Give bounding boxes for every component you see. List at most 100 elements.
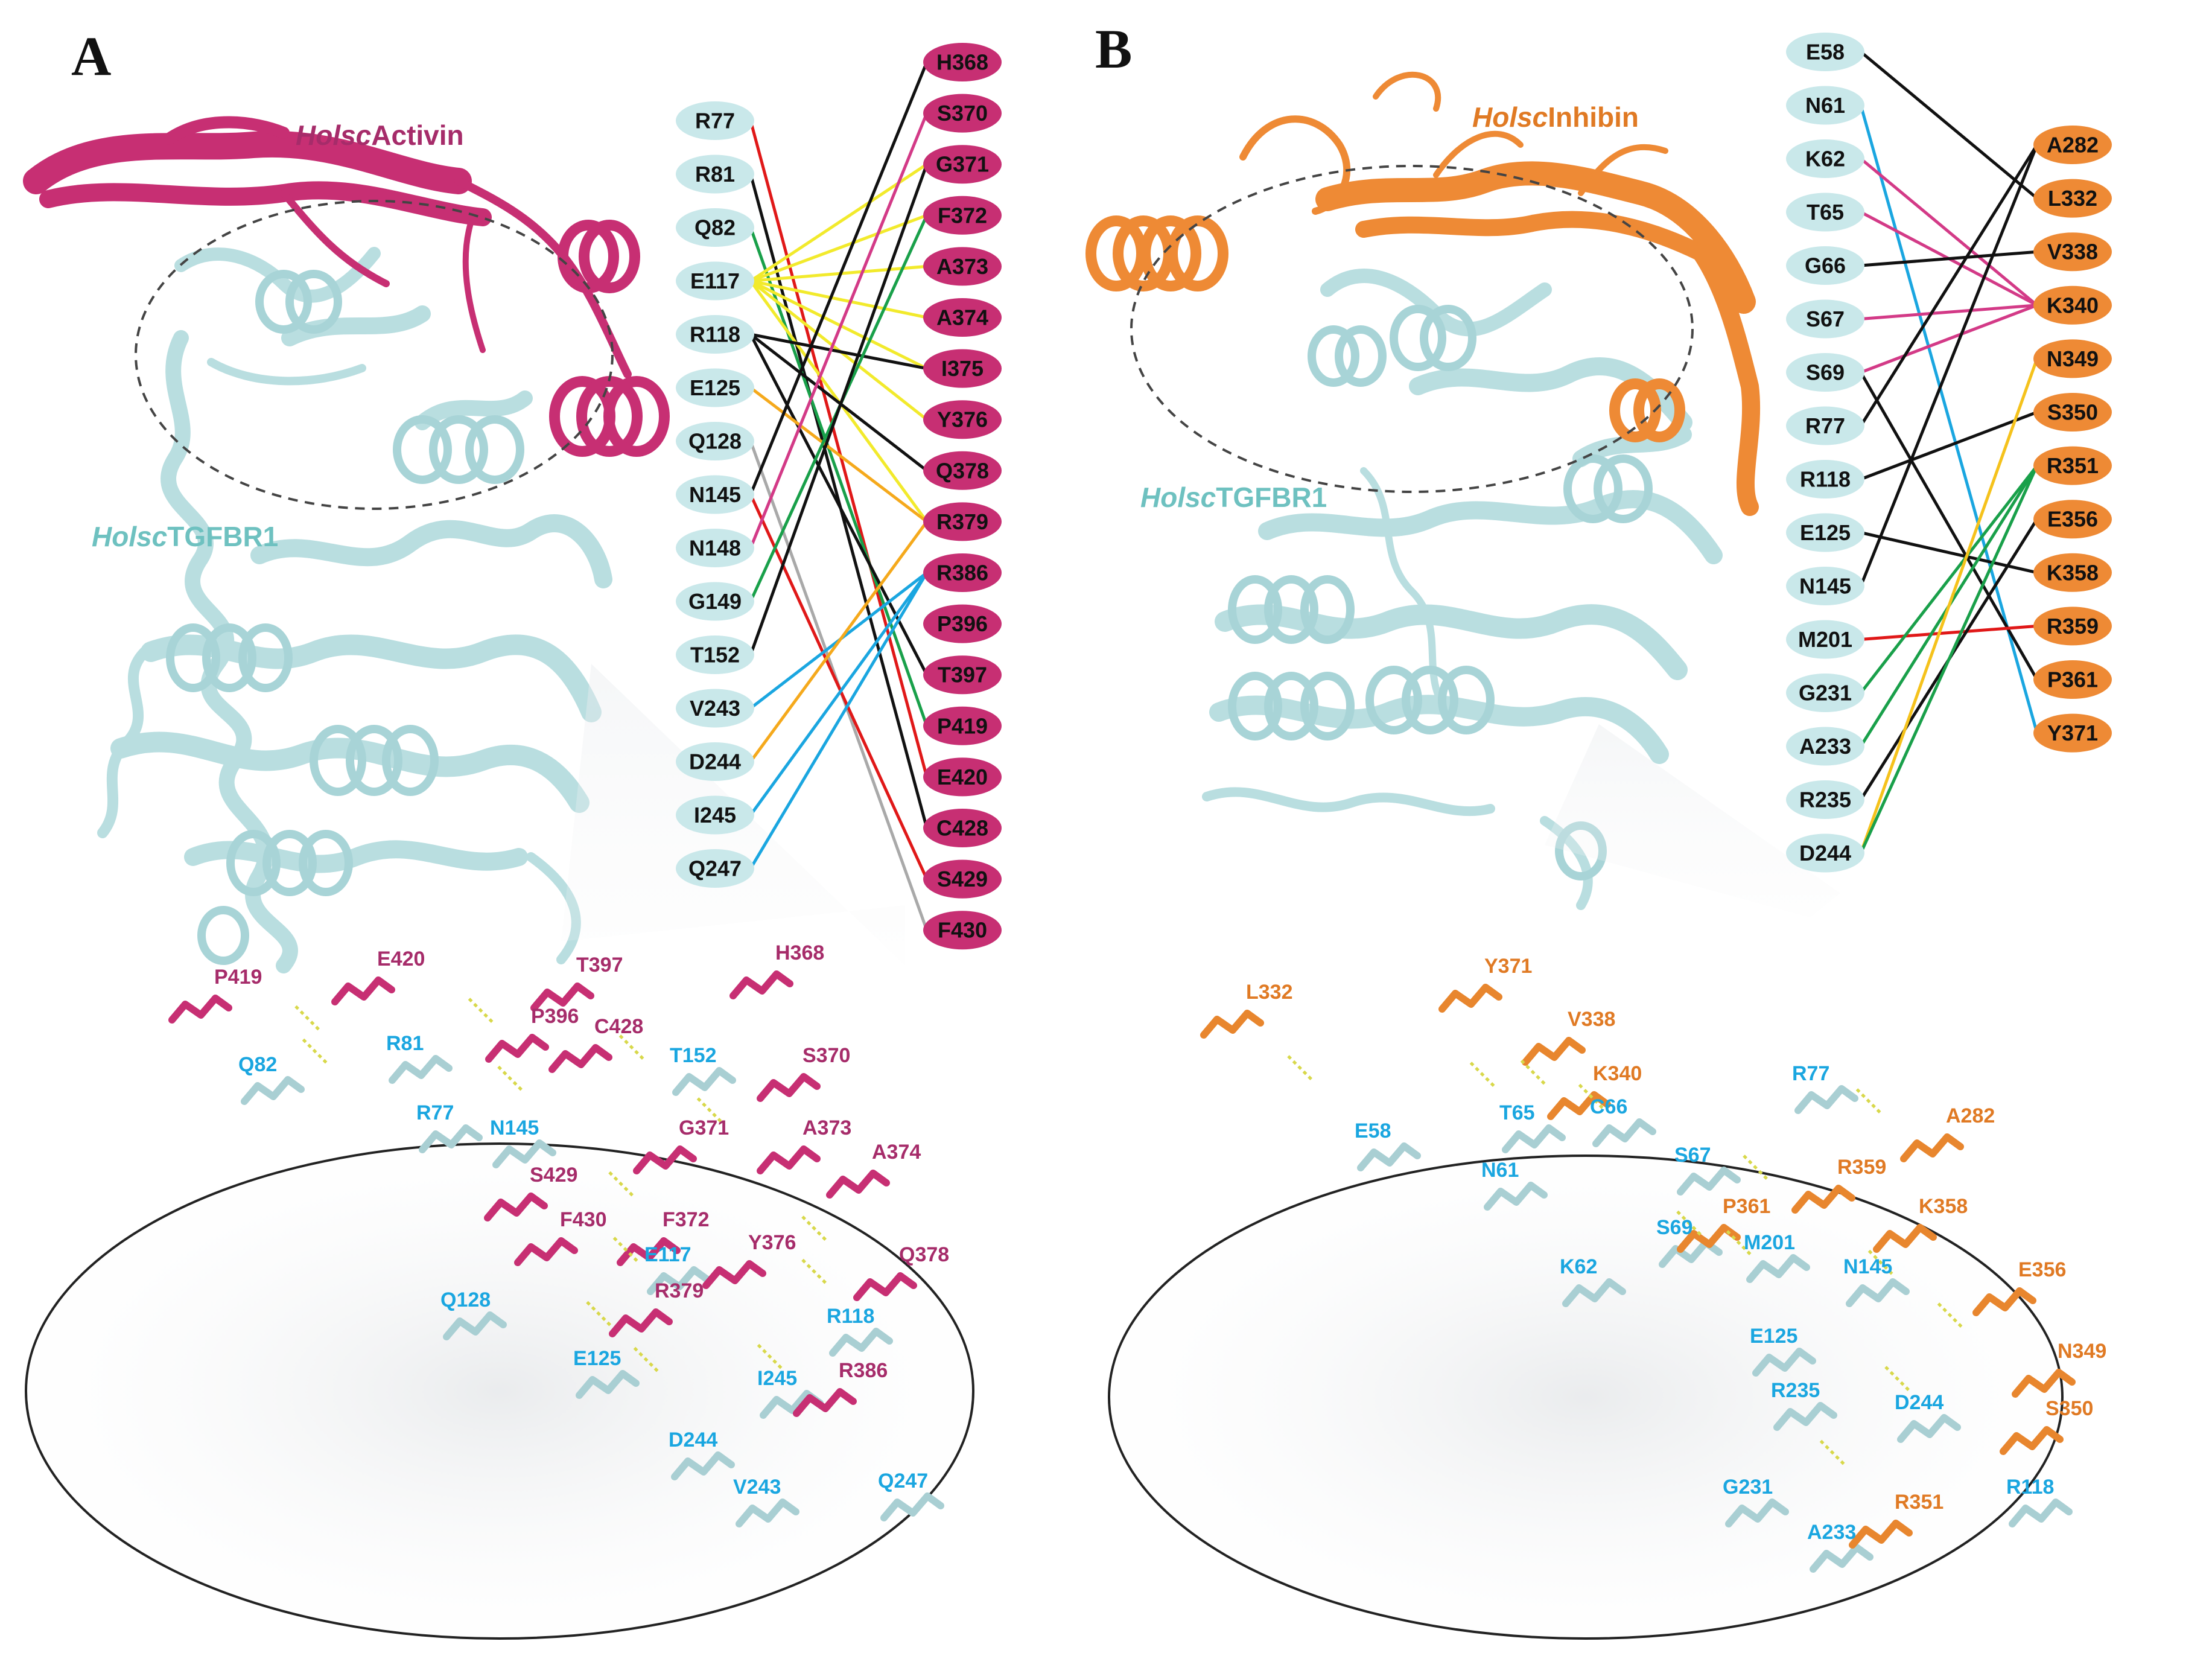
receptor-stick-r118 — [829, 1328, 893, 1357]
interaction-link-r118-s350 — [1860, 410, 2038, 481]
ligand-residue-k340: K340 — [2033, 285, 2112, 325]
ligand-helices-b — [1085, 215, 1685, 442]
ligand-residue-label: A373 — [936, 254, 988, 279]
ligand-residue-e420: E420 — [923, 757, 1002, 797]
ligand-residue-g371: G371 — [923, 145, 1002, 184]
panel-b: B — [1085, 18, 2112, 1640]
receptor-residue-e117: E117 — [676, 261, 754, 301]
ligand-ribbon-b — [1239, 71, 1761, 516]
hbond-dash — [608, 1171, 635, 1198]
receptor-residue-pill — [1786, 353, 1864, 392]
ligand-residue-list-a: H368S370G371F372A373A374I375Y376Q378R379… — [923, 43, 1002, 950]
ligand-residue-k358: K358 — [2033, 553, 2112, 592]
ligand-prefix-a: Holsc — [296, 119, 371, 151]
detail-ligand-label-a374: A374 — [872, 1141, 921, 1164]
ligand-residue-label: F430 — [938, 918, 987, 943]
interaction-link-e117-a373 — [750, 264, 927, 282]
interaction-link-e58-l332 — [1860, 51, 2038, 200]
receptor-stick-r235 — [1773, 1402, 1837, 1431]
ligand-residue-label: E356 — [2047, 507, 2098, 532]
ligand-residue-r351: R351 — [2033, 446, 2112, 485]
detail-receptor-label-t65: T65 — [1499, 1101, 1535, 1124]
ligand-residue-p419: P419 — [923, 706, 1002, 745]
detail-ligand-label-y371: Y371 — [1484, 955, 1532, 978]
hbond-dash — [1867, 1249, 1895, 1276]
ligand-residue-pill — [923, 655, 1002, 695]
receptor-stick-a233 — [1810, 1544, 1874, 1573]
receptor-stick-r77 — [1794, 1085, 1858, 1114]
receptor-residue-pill — [676, 689, 754, 728]
detail-receptor-label-d244: D244 — [669, 1428, 717, 1451]
receptor-helices-a — [166, 270, 524, 965]
detail-ligand-label-q378: Q378 — [899, 1243, 949, 1266]
interaction-link-n145-s429 — [749, 494, 929, 880]
hbond-dash — [1469, 1062, 1496, 1088]
detail-ligand-label-f430: F430 — [560, 1208, 607, 1231]
receptor-residue-pill — [676, 635, 754, 674]
detail-receptor-label-s69: S69 — [1656, 1216, 1693, 1239]
interaction-link-r118-i375 — [750, 333, 927, 371]
ligand-residue-pill — [923, 911, 1002, 950]
detail-ligand-label-k358: K358 — [1919, 1195, 1968, 1218]
hbond-dash — [633, 1346, 660, 1374]
ligand-residue-r379: R379 — [923, 502, 1002, 541]
hbond-dash — [612, 1237, 640, 1263]
receptor-residue-pill — [1786, 727, 1864, 766]
hbond-dash — [801, 1215, 828, 1242]
receptor-residue-pill — [676, 422, 754, 460]
interaction-link-s67-k340 — [1860, 304, 2038, 320]
ligand-residue-label: P419 — [937, 713, 988, 738]
ligand-residue-label: F372 — [938, 203, 987, 228]
interface-dashed-ellipse-b — [1130, 165, 1694, 493]
receptor-stick-s67 — [1677, 1167, 1741, 1196]
detail-receptor-label-k62: K62 — [1560, 1255, 1597, 1278]
receptor-residue-list-a: R77R81Q82E117R118E125Q128N145N148G149T15… — [676, 101, 754, 888]
ligand-residue-label: Y376 — [937, 407, 988, 432]
ligand-stick-g371 — [633, 1145, 697, 1174]
ligand-residue-pill — [923, 94, 1002, 133]
ligand-residue-pill — [2033, 607, 2112, 646]
detail-ligand-label-r386: R386 — [839, 1359, 888, 1382]
receptor-stick-v243 — [736, 1499, 799, 1527]
receptor-residue-label: T152 — [690, 643, 740, 667]
interaction-link-m201-r359 — [1860, 624, 2038, 641]
receptor-residue-label: I245 — [694, 803, 736, 827]
ligand-residue-pill — [2033, 713, 2112, 753]
ligand-residue-v338: V338 — [2033, 232, 2112, 272]
receptor-residue-label: T65 — [1807, 200, 1844, 225]
detail-ligand-label-s350: S350 — [2045, 1397, 2093, 1420]
ligand-residue-pill — [2033, 232, 2112, 272]
receptor-residue-pill — [1786, 513, 1864, 552]
hbond-dash — [618, 1034, 646, 1061]
receptor-residue-s69: S69 — [1786, 353, 1864, 392]
interaction-link-e117-f372 — [750, 214, 927, 282]
receptor-residue-pill — [676, 101, 754, 140]
detail-ligand-label-g371: G371 — [679, 1116, 729, 1139]
receptor-residue-r81: R81 — [676, 154, 754, 194]
interaction-link-i245-r386 — [749, 572, 929, 816]
detail-receptor-label-c66: C66 — [1590, 1095, 1627, 1118]
ligand-residue-pill — [923, 145, 1002, 184]
receptor-residue-i245: I245 — [676, 795, 754, 835]
interaction-link-g66-v338 — [1860, 250, 2038, 267]
receptor-stick-t152 — [672, 1067, 736, 1096]
interaction-link-t152-g371 — [749, 164, 929, 655]
ligand-residue-label: S350 — [2047, 400, 2098, 425]
receptor-residue-pill — [676, 475, 754, 514]
ligand-residue-label: E420 — [937, 765, 988, 789]
ligand-residue-label: A374 — [936, 305, 988, 330]
receptor-residue-pill — [676, 154, 754, 194]
receptor-residue-v243: V243 — [676, 689, 754, 728]
ligand-residue-label: T397 — [938, 663, 987, 687]
ligand-residue-pill — [923, 859, 1002, 899]
ligand-prefix-b: Holsc — [1472, 101, 1548, 133]
receptor-residue-pill — [676, 315, 754, 354]
detail-ligand-label-p396: P396 — [531, 1005, 579, 1028]
detail-receptor-label-e58: E58 — [1355, 1120, 1391, 1142]
zoom-fan-b — [1545, 724, 1840, 917]
ligand-stick-e356 — [1972, 1287, 2036, 1316]
ligand-residue-pill — [923, 298, 1002, 337]
receptor-residue-pill — [676, 795, 754, 835]
ligand-stick-k340 — [1547, 1091, 1611, 1120]
receptor-residue-label: V243 — [690, 696, 740, 721]
